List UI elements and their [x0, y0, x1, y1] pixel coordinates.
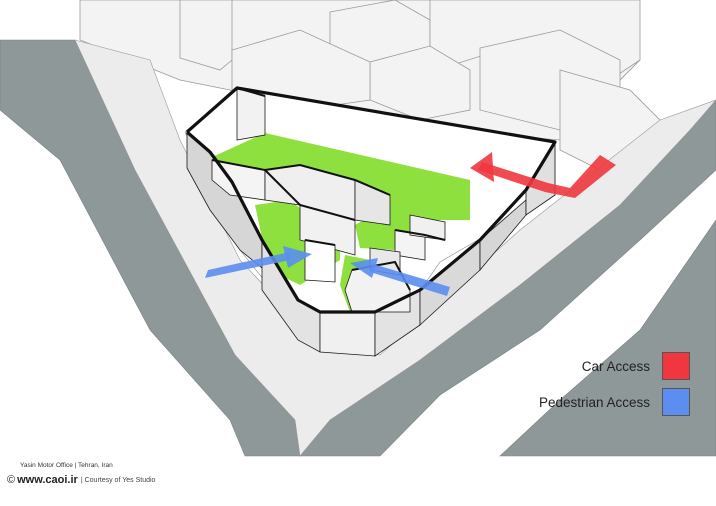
legend-pedestrian-access-swatch	[662, 388, 690, 416]
neighbor-buildings	[79, 0, 661, 171]
source-site-link[interactable]: www.caoi.ir	[17, 474, 78, 486]
legend-car-access-swatch	[662, 352, 690, 380]
pedestrian-access-arrow-west	[205, 246, 312, 278]
pedestrian-access-arrow-east	[350, 258, 450, 296]
roof-outline	[185, 86, 557, 314]
courtesy-text: | Courtesy of Yes Studio	[80, 476, 156, 484]
sidewalk	[74, 39, 716, 457]
car-access-arrow	[470, 152, 616, 198]
legend-pedestrian-access-label: Pedestrian Access	[538, 394, 650, 410]
legend-pedestrian-access: Pedestrian Access	[500, 387, 690, 417]
interior-wall-tops	[211, 87, 446, 291]
project-caption: Yasin Motor Office | Tehran, Iran	[20, 462, 113, 469]
source-credit: © www.caoi.ir | Courtesy of Yes Studio	[7, 474, 155, 486]
legend-car-access: Car Access	[500, 351, 690, 381]
copyright-symbol: ©	[7, 474, 16, 486]
legend-car-access-label: Car Access	[581, 358, 650, 374]
